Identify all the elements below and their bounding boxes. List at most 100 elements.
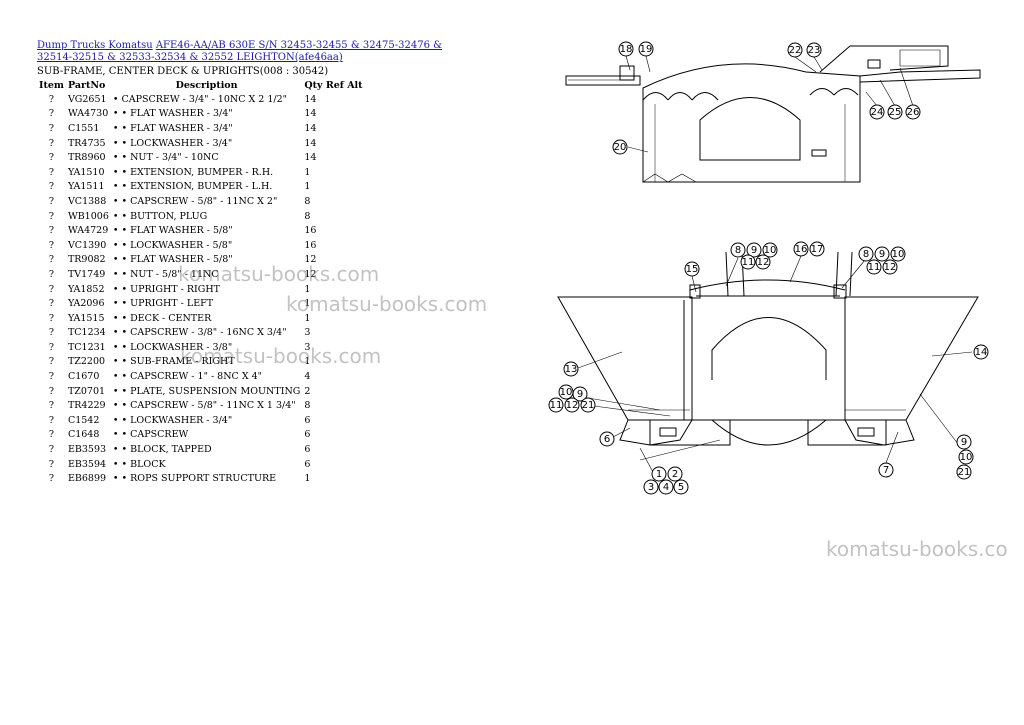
callout-bubble: 11 <box>548 397 564 413</box>
callout-number: 21 <box>582 400 595 411</box>
cell-description: • • CAPSCREW - 1" - 8NC X 4" <box>112 371 263 383</box>
callout-circle <box>755 254 771 270</box>
cell-partno: TR9082 <box>67 254 106 266</box>
cell-partno: EB3594 <box>67 458 107 470</box>
watermark: komatsu-books.com <box>180 344 382 368</box>
cell-description: • • EXTENSION, BUMPER - L.H. <box>112 181 273 193</box>
callout-number: 16 <box>795 244 808 255</box>
table-row: ?C1551• • FLAT WASHER - 3/4"14 <box>37 121 365 136</box>
callout-number: 14 <box>975 347 988 358</box>
callout-circle <box>809 241 825 257</box>
callout-number: 9 <box>879 249 885 260</box>
cell-description: • • UPRIGHT - RIGHT <box>112 283 221 295</box>
callout-number: 9 <box>751 245 757 256</box>
cell-description: • • EXTENSION, BUMPER - R.H. <box>112 166 274 178</box>
cell-qty: 16 <box>304 239 317 251</box>
table-row: ?TC1234• • CAPSCREW - 3/8" - 16NC X 3/4"… <box>37 326 365 341</box>
table-row: ?VC1390• • LOCKWASHER - 5/8"16 <box>37 238 365 253</box>
cell-item: ? <box>48 400 55 412</box>
callout-bubble: 10 <box>558 384 574 400</box>
callout-circle <box>973 344 989 360</box>
cell-item: ? <box>48 152 55 164</box>
cell-partno: VC1388 <box>67 195 107 207</box>
callout-circle <box>793 241 809 257</box>
parts-table: Item PartNo Description Qty Ref Alt ?VG2… <box>37 79 365 486</box>
callout-number: 12 <box>566 400 579 411</box>
callout-number: 19 <box>640 44 653 55</box>
callout-bubble: 14 <box>973 344 989 360</box>
cell-qty: 1 <box>304 166 311 178</box>
cell-qty: 3 <box>304 327 311 339</box>
callout-bubble: 10 <box>890 246 906 262</box>
callout-bubble: 5 <box>673 479 689 495</box>
callout-circle <box>572 386 588 402</box>
callout-number: 13 <box>565 364 578 375</box>
cell-description: • • LOCKWASHER - 3/4" <box>112 137 233 149</box>
callout-number: 10 <box>960 452 973 463</box>
cell-item: ? <box>48 385 55 397</box>
cell-qty: 1 <box>304 181 311 193</box>
callout-circle <box>958 449 974 465</box>
callout-circle <box>564 397 580 413</box>
callout-number: 4 <box>663 482 669 493</box>
cell-partno: EB6899 <box>67 473 107 485</box>
cell-item: ? <box>48 254 55 266</box>
cell-description: • • BUTTON, PLUG <box>112 210 208 222</box>
table-row: ?TR4735• • LOCKWASHER - 3/4"14 <box>37 136 365 151</box>
cell-item: ? <box>48 327 55 339</box>
watermark: komatsu-books.com <box>178 262 380 286</box>
callout-bubble: 17 <box>809 241 825 257</box>
callout-circle <box>746 242 762 258</box>
cell-description: • • CAPSCREW - 5/8" - 11NC X 2" <box>112 195 278 207</box>
table-row: ?C1670• • CAPSCREW - 1" - 8NC X 4"4 <box>37 369 365 384</box>
callout-circle <box>905 104 921 120</box>
callout-number: 3 <box>648 482 654 493</box>
cell-qty: 6 <box>304 458 311 470</box>
callout-bubble: 8 <box>858 246 874 262</box>
callout-bubble: 15 <box>684 261 700 277</box>
callout-bubble: 20 <box>612 139 628 155</box>
callout-number: 7 <box>883 465 889 476</box>
callout-number: 17 <box>811 244 824 255</box>
cell-item: ? <box>48 268 55 280</box>
callout-bubble: 26 <box>905 104 921 120</box>
callout-bubble: 4 <box>658 479 674 495</box>
table-row: ?WA4730• • FLAT WASHER - 3/4"14 <box>37 107 365 122</box>
callout-number: 9 <box>961 437 967 448</box>
callout-bubble: 1 <box>651 466 667 482</box>
cell-item: ? <box>48 371 55 383</box>
cell-partno: C1670 <box>67 371 100 383</box>
cell-qty: 14 <box>304 108 317 120</box>
breadcrumb-link-dump-trucks[interactable]: Dump Trucks Komatsu <box>37 40 153 51</box>
cell-partno: WA4730 <box>67 108 109 120</box>
callout-number: 10 <box>560 387 573 398</box>
watermark: komatsu-books.com <box>286 292 488 316</box>
callout-circle <box>762 242 778 258</box>
cell-partno: VC1390 <box>67 239 107 251</box>
cell-qty: 6 <box>304 429 311 441</box>
callout-number: 20 <box>614 142 627 153</box>
cell-partno: EB3593 <box>67 444 107 456</box>
bottom-view-leaders <box>577 255 973 475</box>
cell-qty: 14 <box>304 93 317 105</box>
cell-partno: TR4229 <box>67 400 106 412</box>
cell-partno: VG2651 <box>67 93 107 105</box>
cell-item: ? <box>48 458 55 470</box>
cell-item: ? <box>48 239 55 251</box>
table-row: ?YA1511• • EXTENSION, BUMPER - L.H.1 <box>37 180 365 195</box>
cell-description: • • FLAT WASHER - 5/8" <box>112 254 233 266</box>
cell-item: ? <box>48 195 55 207</box>
cell-qty: 8 <box>304 210 311 222</box>
callout-circle <box>740 254 756 270</box>
callout-number: 23 <box>808 45 821 56</box>
cell-qty: 6 <box>304 414 311 426</box>
callout-circle <box>599 431 615 447</box>
callout-circle <box>787 42 803 58</box>
cell-qty: 16 <box>304 225 317 237</box>
callout-number: 5 <box>678 482 684 493</box>
cell-partno: TZ0701 <box>67 385 106 397</box>
breadcrumb-link-model[interactable]: AFE46-AA/AB 630E S/N 32453-32455 & 32475… <box>37 40 443 63</box>
